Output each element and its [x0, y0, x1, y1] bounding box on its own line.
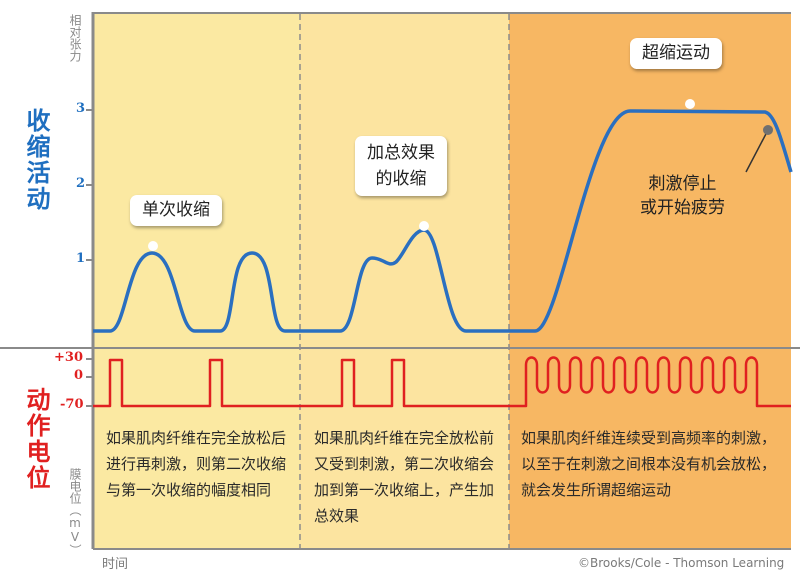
- fatigue-label-line1: 刺激停止: [648, 174, 717, 194]
- potential-tick-minus70: -70: [60, 397, 84, 412]
- tension-tick-3: 3: [76, 101, 86, 116]
- time-axis-label: 时间: [102, 557, 129, 572]
- fatigue-dot: [763, 125, 773, 135]
- potential-tick-0: 0: [74, 368, 84, 383]
- tension-curve: [93, 109, 793, 333]
- contraction-activity-title: 收缩活动: [22, 108, 50, 212]
- fatigue-label: 刺激停止 或开始疲劳: [640, 172, 725, 220]
- membrane-potential-axis-label: 膜电位（mV）: [68, 468, 82, 556]
- tension-tick-1: 1: [76, 251, 86, 266]
- fatigue-label-line2: 或开始疲劳: [640, 198, 725, 218]
- fatigue-pointer: [745, 129, 769, 173]
- tetanus-dot: [685, 99, 695, 109]
- summation-dot: [419, 221, 429, 231]
- relative-tension-axis-label: 相对张力: [68, 14, 82, 62]
- tension-tick-2: 2: [76, 176, 86, 191]
- single-twitch-callout: 单次收缩: [130, 195, 222, 226]
- action-potential-trace: [93, 356, 791, 408]
- tension-ticks: [86, 109, 93, 261]
- potential-tick-plus30: +30: [54, 350, 83, 365]
- single-twitch-dot: [148, 241, 158, 251]
- summation-callout: 加总效果 的收缩: [355, 136, 447, 196]
- potential-ticks: [86, 358, 93, 407]
- summation-callout-line1: 加总效果: [367, 143, 435, 163]
- summation-callout-line2: 的收缩: [375, 169, 427, 189]
- panel-tetanus-bg: [509, 12, 791, 549]
- panel-summation-bg: [300, 12, 509, 549]
- panel-single-twitch-bg: [93, 12, 300, 549]
- panel1-note: 如果肌肉纤维在完全放松后进行再刺激，则第二次收缩与第一次收缩的幅度相同: [106, 429, 287, 499]
- action-potential-title: 动作电位: [22, 387, 50, 491]
- copyright-credit: ©Brooks/Cole - Thomson Learning: [578, 556, 785, 570]
- panel2-note: 如果肌肉纤维在完全放松前又受到刺激，第二次收缩会加到第一次收缩上，产生加总效果: [314, 429, 495, 525]
- panel3-note: 如果肌肉纤维连续受到高频率的刺激，以至于在刺激之间根本没有机会放松，就会发生所谓…: [521, 429, 777, 499]
- tetanus-callout: 超缩运动: [630, 38, 722, 69]
